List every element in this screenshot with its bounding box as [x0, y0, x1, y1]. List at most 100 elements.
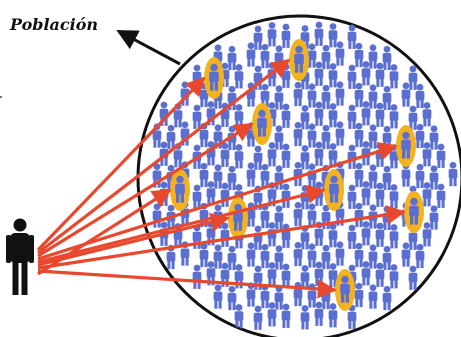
person-icon — [293, 241, 303, 267]
person-icon — [354, 42, 364, 68]
person-icon — [300, 305, 310, 330]
sampled-person-icon — [409, 197, 419, 225]
person-icon — [328, 103, 338, 128]
person-icon — [382, 285, 392, 311]
person-icon — [234, 144, 244, 169]
person-icon — [429, 205, 439, 230]
person-icon — [415, 83, 425, 109]
person-icon — [321, 44, 331, 70]
person-icon — [335, 121, 345, 146]
person-icon — [375, 222, 385, 247]
person-icon — [281, 143, 291, 168]
observer-person-icon — [6, 218, 34, 295]
person-icon — [307, 243, 317, 268]
person-icon — [321, 84, 331, 110]
person-icon — [253, 305, 263, 330]
person-icon — [267, 302, 277, 327]
person-icon — [220, 182, 230, 207]
person-icon — [307, 203, 317, 228]
person-icon — [335, 241, 345, 266]
person-icon — [321, 244, 331, 270]
person-icon — [274, 165, 284, 190]
person-icon — [354, 122, 364, 148]
person-icon — [389, 64, 399, 89]
sampled-person-icon — [257, 109, 267, 137]
person-icon — [361, 221, 371, 246]
person-icon — [267, 142, 277, 167]
person-icon — [382, 165, 392, 191]
sampling-arrows — [36, 58, 406, 299]
person-icon — [227, 245, 237, 271]
person-icon — [429, 125, 439, 150]
person-icon — [192, 184, 202, 209]
person-icon — [281, 23, 291, 48]
person-icon — [335, 81, 345, 106]
edge-dot — [0, 96, 2, 98]
person-icon — [429, 165, 439, 190]
person-icon — [368, 84, 378, 109]
person-icon — [375, 262, 385, 287]
sampling-arrow — [37, 205, 406, 270]
person-icon — [260, 243, 270, 269]
person-icon — [274, 245, 284, 270]
person-icon — [293, 81, 303, 107]
sampling-arrow — [37, 269, 337, 299]
person-icon — [401, 82, 411, 107]
person-icon — [227, 285, 237, 311]
sampling-arrow — [37, 188, 172, 276]
person-icon — [199, 162, 209, 188]
person-icon — [368, 284, 378, 309]
sampled-person-icon — [401, 131, 411, 159]
person-icon — [389, 264, 399, 289]
person-icon — [281, 263, 291, 288]
person-icon — [300, 105, 310, 130]
person-icon — [166, 124, 176, 150]
sampled-person-icon — [294, 45, 304, 73]
person-icon — [234, 64, 244, 89]
person-icon — [213, 164, 223, 189]
person-icon — [274, 125, 284, 150]
person-icon — [368, 164, 378, 189]
person-icon — [281, 303, 291, 328]
person-icon — [246, 42, 256, 67]
sample-highlights — [170, 39, 424, 311]
person-icon — [389, 184, 399, 209]
person-icon — [321, 124, 331, 150]
population-title: Población — [10, 15, 99, 34]
person-icon — [347, 64, 357, 89]
person-icon — [314, 141, 324, 166]
person-icon — [368, 244, 378, 269]
person-icon — [361, 261, 371, 286]
sampled-person-icon — [329, 175, 339, 203]
person-icon — [234, 304, 244, 329]
person-icon — [246, 242, 256, 267]
person-icon — [354, 282, 364, 308]
person-icon — [227, 165, 237, 191]
person-icon — [300, 265, 310, 290]
person-icon — [389, 104, 399, 129]
person-icon — [375, 62, 385, 87]
person-icon — [307, 83, 317, 108]
person-icon — [408, 265, 418, 290]
sampled-person-icon — [175, 175, 185, 203]
sampling-arrow — [37, 142, 398, 261]
person-icon — [368, 124, 378, 149]
pointer-arrow-icon — [116, 30, 181, 66]
person-icon — [227, 45, 237, 71]
person-icon — [328, 143, 338, 168]
person-icon — [314, 301, 324, 326]
sampling-arrow — [37, 58, 291, 255]
person-icon — [354, 162, 364, 188]
sampled-person-icon — [209, 63, 219, 91]
person-icon — [274, 85, 284, 110]
person-icon — [422, 142, 432, 167]
person-icon — [436, 143, 446, 168]
sampling-arrow — [37, 212, 230, 267]
person-icon — [408, 65, 418, 90]
sampling-arrow — [37, 184, 326, 264]
person-icon — [314, 21, 324, 46]
person-icon — [375, 182, 385, 207]
person-icon — [415, 243, 425, 269]
person-icon — [220, 142, 230, 167]
